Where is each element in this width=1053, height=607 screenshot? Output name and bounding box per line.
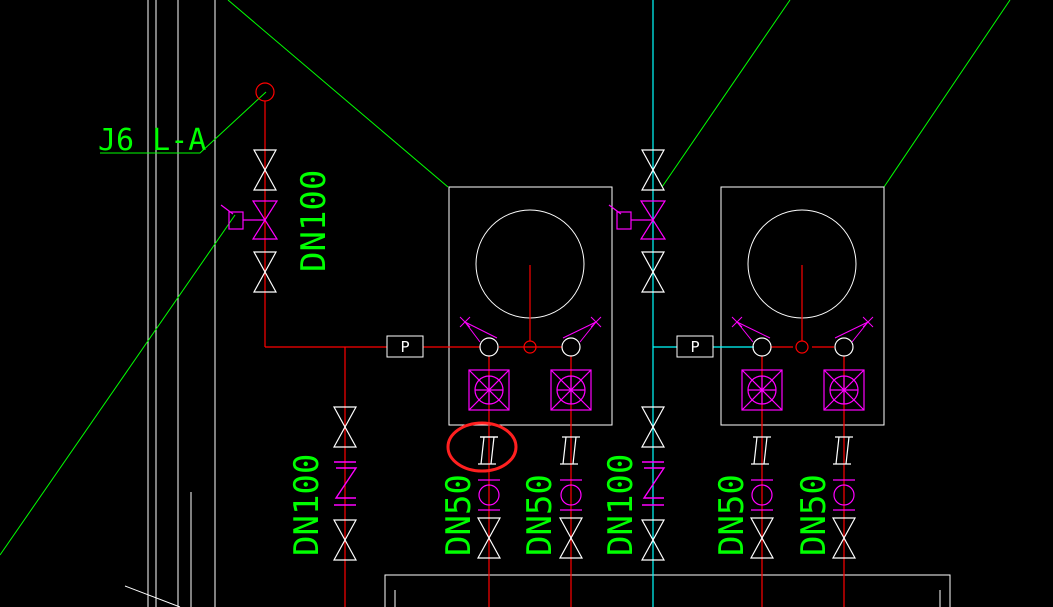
line-tag-leader	[100, 91, 267, 154]
p-box-right-label: P	[690, 338, 699, 356]
base-outline	[384, 574, 951, 607]
tank-box-right	[720, 186, 885, 426]
flow-device-4	[823, 369, 865, 411]
flow-device-2	[550, 369, 592, 411]
p-box-right: P	[676, 335, 714, 358]
dn-branch-4-label: DN50	[794, 474, 834, 556]
cyan-pipes	[652, 0, 754, 607]
check-valves	[334, 461, 666, 506]
flow-device-1	[468, 369, 510, 411]
flex-joints	[478, 436, 853, 465]
dn-main-bottom-label: DN100	[287, 454, 327, 556]
boundary-lines	[0, 0, 1011, 556]
line-tag-label: J6 L-A	[98, 123, 206, 158]
spray-heads	[459, 316, 874, 343]
dn-branch-1-label: DN50	[439, 474, 479, 556]
tank-nozzles	[479, 337, 854, 357]
p-box-left: P	[386, 335, 424, 358]
p-box-left-label: P	[400, 338, 409, 356]
fire-pipes	[255, 82, 845, 607]
highlight-markup-circle	[446, 421, 518, 473]
dn-right-main-label: DN100	[601, 454, 641, 556]
dn-branch-2-label: DN50	[520, 474, 560, 556]
tank-box-left	[448, 186, 613, 426]
flow-devices	[468, 369, 865, 411]
pressure-regulators	[220, 200, 667, 240]
strainers	[478, 479, 855, 511]
flow-device-3	[741, 369, 783, 411]
wall-lines	[124, 0, 216, 607]
dn-main-top-label: DN100	[294, 170, 334, 272]
dn-branch-3-label: DN50	[712, 474, 752, 556]
gate-valves	[252, 149, 857, 561]
